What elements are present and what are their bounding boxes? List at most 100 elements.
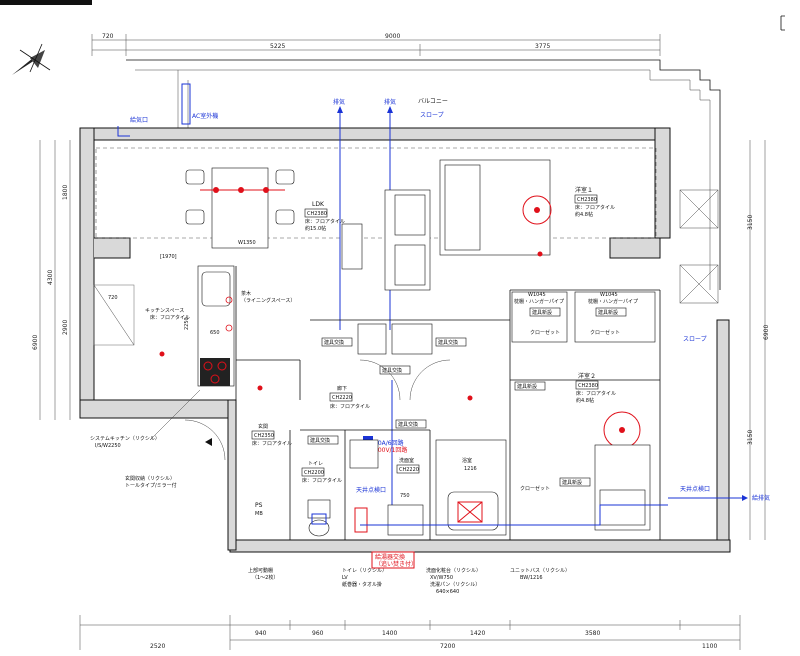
bath-name: 浴室 [462, 457, 472, 464]
western1-area: 約4.8帖 [575, 211, 593, 218]
d-markers [159, 251, 543, 401]
dim-left-4300: 4300 [47, 270, 54, 285]
fixture-5: 建具交換 [398, 421, 418, 428]
vanity-note-4: 640×640 [436, 589, 459, 595]
study-area: 茶木 （ライニングスペース） [241, 290, 295, 304]
kitchen-area: [1970] 720 キッチンスペース 床：フロアタイル 650 2250 [93, 254, 235, 387]
slope-label-2: スロープ [683, 336, 707, 343]
toilet-name: トイレ [308, 461, 323, 467]
right-dimensions: 3150 6900 3150 [747, 140, 770, 540]
dim-2250: 2250 [184, 317, 190, 330]
toilet-floor: 床：フロアタイル [302, 477, 342, 484]
fixture-new-2: 建具新設 [598, 309, 618, 316]
western-room-2: 洋室２ CH2380 床：フロアタイル 約4.8帖 クローゼット [520, 372, 651, 531]
shelf-a: 枕棚・ハンガーパイプ [514, 298, 564, 305]
balcony-outline: バルコニー [126, 59, 721, 290]
sofa [384, 189, 431, 291]
shelf-note: 上部可動棚 [248, 567, 273, 574]
corridor-floor: 床：フロアタイル [330, 403, 370, 410]
dim-bottom-3580: 3580 [585, 630, 600, 637]
dim-left-1800: 1800 [62, 185, 69, 200]
shoe-note: 玄関収納（リクシル） [125, 475, 175, 482]
western2-ceiling: CH2380 [578, 383, 598, 389]
entrance-ceiling: CH2350 [254, 433, 274, 439]
dim-bottom-1400: 1400 [382, 630, 397, 637]
table-width: W1350 [238, 240, 256, 246]
w1045-b: W1045 [600, 292, 618, 298]
dining-table [185, 167, 295, 249]
balcony-label: バルコニー [418, 98, 448, 105]
outer-walls [79, 127, 731, 553]
bottom-annotations: システムキッチン（リクシル） I/S/W2250 玄関収納（リクシル） トールタ… [90, 389, 570, 595]
dim-top-9000: 9000 [385, 33, 400, 40]
fixture-new-1: 建具新設 [532, 309, 552, 316]
dim-right-6900: 6900 [763, 325, 770, 340]
exhaust-arrow [742, 495, 748, 501]
western1-floor: 床：フロアタイル [575, 204, 615, 211]
dim-bottom-7200: 7200 [440, 643, 455, 650]
vanity-note-2: XV/W750 [430, 575, 453, 581]
toilet-note: トイレ（リクシル） [342, 568, 387, 574]
dim-right-3150: 3150 [747, 215, 754, 230]
exhaust-fan-label: 給排気 [752, 494, 770, 502]
fixture-new-4: 建具新設 [562, 479, 582, 486]
dim-top-5225: 5225 [270, 43, 285, 50]
closet-label-1: クローゼット [530, 329, 560, 336]
panel-line-1: 50A/6回路 [374, 439, 404, 447]
vanity-note: 洗面化粧台（リクシル） [426, 567, 481, 574]
western1-name: 洋室１ [575, 186, 593, 194]
washroom: 洗面室 CH2220 750 [349, 439, 424, 536]
dim-bottom-960: 960 [312, 630, 324, 637]
header-bar [0, 0, 92, 5]
top-dimensions: 720 9000 5225 3775 [91, 33, 661, 56]
dim-650: 650 [210, 330, 220, 336]
panel-line-2: 100V/1回路 [374, 446, 407, 454]
dim-left-2900: 2900 [62, 320, 69, 335]
kitchen-name: キッチンスペース [145, 308, 184, 314]
fixture-1: 建具交換 [324, 339, 344, 346]
unitbath-note-2: BW/1216 [520, 575, 543, 581]
kitchen-floor: 床：フロアタイル [150, 314, 190, 321]
ceiling-dashed-line [95, 147, 657, 239]
ps-name: PS [255, 502, 263, 509]
dim-720: 720 [108, 295, 118, 301]
duct-line [360, 504, 668, 526]
bracket-mark [780, 15, 785, 31]
shoe-note-2: トールタイプ/ミラー付 [125, 482, 177, 489]
ceiling-inspect-2: 天井点検口 [680, 485, 710, 493]
ldk-room: LDK CH2380 床：フロアタイル 約15.0帖 [304, 201, 345, 232]
entrance-name: 玄関 [258, 423, 268, 430]
w1045-a: W1045 [528, 292, 546, 298]
closet-label-3: クローゼット [520, 485, 550, 492]
washroom-ceiling: CH2220 [399, 467, 419, 473]
toilet-room: トイレ CH2200 床：フロアタイル [301, 461, 342, 537]
western2-floor: 床：フロアタイル [576, 390, 616, 397]
deck-tiles [679, 189, 719, 304]
exhaust-label-1: 排気 [333, 98, 345, 106]
dim-750: 750 [400, 493, 410, 499]
unitbath-note: ユニットバス（リクシル） [510, 568, 570, 574]
ldk-name: LDK [312, 201, 325, 208]
western1-ceiling: CH2380 [577, 197, 597, 203]
bottom-dimensions: 2520 940 960 1400 7200 1420 3580 1100 [79, 615, 741, 650]
dim-bottom-1100: 1100 [702, 643, 717, 650]
kitchen-note: システムキッチン（リクシル） [90, 436, 160, 442]
fixture-new-3: 建具新設 [517, 383, 537, 390]
washroom-name: 洗面室 [399, 457, 414, 464]
ac-outdoor-unit [181, 83, 191, 125]
fixture-4: 建具交換 [310, 437, 330, 444]
corridor-ceiling: CH2220 [332, 395, 352, 401]
ps-sub: MB [255, 511, 263, 517]
closet-shelves: W1045 W1045 枕棚・ハンガーパイプ 枕棚・ハンガーパイプ 建具新設 建… [511, 291, 656, 343]
kitchen-size: I/S/W2250 [95, 443, 121, 449]
closet-label-2: クローゼット [590, 329, 620, 336]
closet-door-2 [391, 323, 433, 355]
entrance-room: 玄関 CH2350 床：フロアタイル PS MB [184, 419, 292, 517]
shelf-note-2: （1〜2枚） [252, 574, 278, 581]
fixture-labels: 建具交換 建具交換 建具交換 建具交換 建具交換 建具新設 建具新設 [307, 337, 591, 487]
dim-left-6900: 6900 [32, 335, 39, 350]
vanity-note-3: 洗濯パン（リクシル） [430, 581, 480, 588]
dim-top-720: 720 [102, 33, 114, 40]
ceiling-inspect-1: 天井点検口 [356, 486, 386, 494]
